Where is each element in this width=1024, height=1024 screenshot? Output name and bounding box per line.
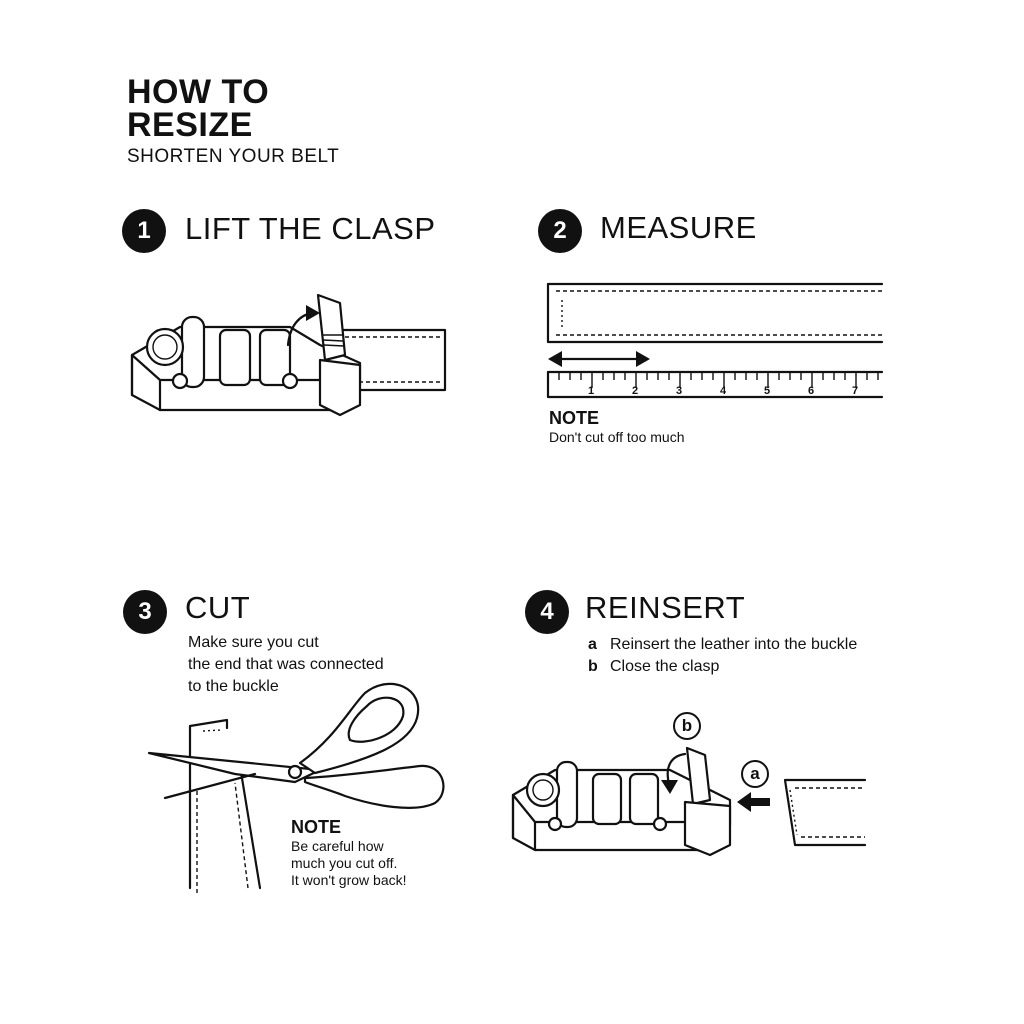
step-1-title: LIFT THE CLASP (185, 211, 436, 246)
substep-letter: a (588, 636, 597, 653)
measure-illustration: 1 2 3 4 5 6 7 (546, 282, 884, 399)
step-3-note-text: Be careful how much you cut off. It won'… (291, 838, 407, 889)
substep-text: Close the clasp (610, 658, 720, 675)
instruction-line: the end that was connected (188, 656, 384, 673)
ruler-label: 6 (808, 385, 814, 397)
substep-text: Reinsert the leather into the buckle (610, 636, 858, 653)
lift-clasp-illustration (130, 293, 447, 417)
note-line: much you cut off. (291, 855, 398, 871)
ruler-labels: 1 2 3 4 5 6 7 (588, 385, 858, 397)
title-line-2: RESIZE (127, 106, 253, 144)
reinsert-illustration (511, 746, 867, 857)
step-3-title: CUT (185, 590, 251, 625)
substep-b: b Close the clasp (588, 656, 857, 678)
ruler-label: 2 (632, 385, 638, 397)
ruler-label: 4 (720, 385, 727, 397)
step-2-note-text: Don't cut off too much (549, 429, 685, 445)
ruler-label: 7 (852, 385, 858, 397)
substep-letter: b (588, 658, 598, 675)
title-line-1: HOW TO (127, 73, 270, 111)
note-line: It won't grow back! (291, 872, 407, 888)
page-title: HOW TO RESIZE (127, 73, 270, 144)
substep-a: a Reinsert the leather into the buckle (588, 634, 857, 656)
instruction-line: to the buckle (188, 678, 279, 695)
step-1-badge: 1 (122, 209, 166, 253)
step-2-badge: 2 (538, 209, 582, 253)
page-subtitle: SHORTEN YOUR BELT (127, 146, 340, 167)
step-4-badge: 4 (525, 590, 569, 634)
step-2-title: MEASURE (600, 210, 757, 245)
step-3-badge: 3 (123, 590, 167, 634)
instruction-line: Make sure you cut (188, 634, 319, 651)
cut-illustration (147, 682, 445, 893)
step-4-title: REINSERT (585, 590, 746, 625)
ruler-label: 3 (676, 385, 682, 397)
step-3-note-heading: NOTE (291, 817, 342, 837)
badge-b-icon: b (673, 712, 701, 740)
badge-a-icon: a (741, 760, 769, 788)
note-line: Be careful how (291, 838, 384, 854)
step-3-instruction: Make sure you cut the end that was conne… (188, 632, 384, 698)
ruler-label: 5 (764, 385, 770, 397)
ruler-label: 1 (588, 385, 594, 397)
step-2-note-heading: NOTE (549, 408, 600, 428)
ruler-ticks (547, 372, 879, 388)
